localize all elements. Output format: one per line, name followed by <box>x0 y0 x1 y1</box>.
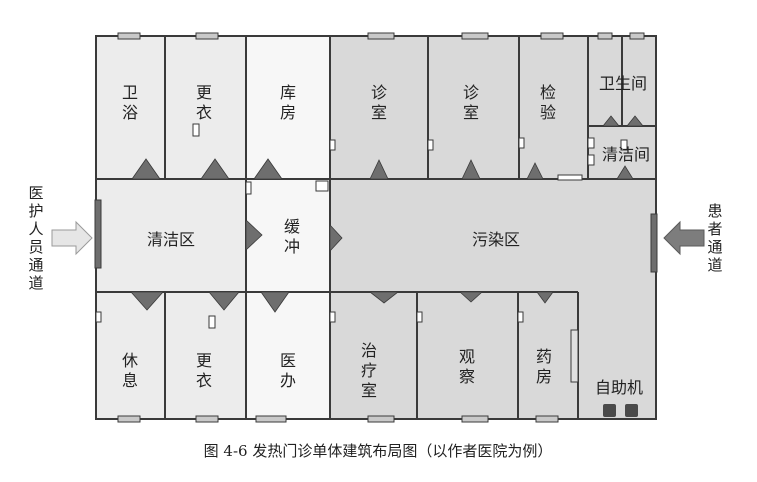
label-pharmacy-2: 房 <box>536 367 552 386</box>
label-rest-2: 息 <box>122 371 138 390</box>
label-clean-zone: 清洁区 <box>147 230 195 249</box>
side-doors <box>94 199 658 273</box>
door-markers <box>130 115 644 313</box>
fixtures <box>95 123 628 383</box>
doctor-office-fill <box>246 292 330 419</box>
change-top-fill <box>165 36 246 179</box>
bath-fill <box>96 36 165 179</box>
label-toilet: 卫生间 <box>599 74 647 93</box>
svg-text:道: 道 <box>28 274 43 292</box>
rest-fill <box>96 292 165 419</box>
label-exam-1-2: 室 <box>371 103 387 122</box>
svg-text:患: 患 <box>707 202 722 220</box>
svg-text:员: 员 <box>28 238 43 256</box>
label-storeroom-2: 房 <box>280 103 296 122</box>
label-exam-1-1: 诊 <box>371 83 387 102</box>
label-doctor-office-2: 办 <box>280 371 296 390</box>
label-storeroom-1: 库 <box>280 83 296 102</box>
self-service-machines <box>603 404 638 417</box>
label-change-top-1: 更 <box>196 83 212 102</box>
label-rest-1: 休 <box>122 351 138 370</box>
label-buffer-2: 冲 <box>284 237 300 256</box>
label-self-service: 自助机 <box>595 378 643 397</box>
label-treatment-1: 治 <box>361 341 377 360</box>
label-exam-2-2: 室 <box>463 103 479 122</box>
label-exam-2-1: 诊 <box>463 83 479 102</box>
svg-text:者: 者 <box>707 220 722 238</box>
observation-fill <box>417 292 518 419</box>
label-doctor-office-1: 医 <box>280 351 296 370</box>
label-lab-1: 检 <box>540 83 556 102</box>
label-polluted-zone: 污染区 <box>472 230 520 249</box>
svg-text:人: 人 <box>28 220 43 238</box>
pharmacy-fill <box>518 292 578 419</box>
patient-channel-label: 患 者 通 道 <box>707 202 722 274</box>
staff-channel-label: 医 护 人 员 通 道 <box>28 184 43 292</box>
label-cleaning-room: 清洁间 <box>602 145 650 164</box>
storeroom-fill <box>246 36 330 179</box>
label-observation-1: 观 <box>459 347 475 366</box>
label-pharmacy-1: 药 <box>536 347 552 366</box>
channel-arrows <box>51 220 705 256</box>
figure-caption: 图 4-6 发热门诊单体建筑布局图（以作者医院为例） <box>204 442 553 460</box>
room-labels: 卫 浴 更 衣 库 房 诊 室 诊 室 检 验 卫生间 清洁间 清洁区 缓 冲 … <box>122 74 650 400</box>
label-bath-1: 卫 <box>122 83 138 102</box>
label-bath-2: 浴 <box>122 103 138 122</box>
patient-entry-arrow <box>663 220 705 256</box>
self-service-fill <box>578 292 656 419</box>
polluted-zone-fill <box>330 179 656 292</box>
exam-room-1-fill <box>330 36 428 179</box>
label-change-bottom-1: 更 <box>196 351 212 370</box>
change-bottom-fill <box>165 292 246 419</box>
label-buffer-1: 缓 <box>284 217 300 236</box>
staff-entry-arrow <box>51 220 93 256</box>
windows <box>117 32 645 423</box>
label-treatment-2: 疗 <box>361 361 377 380</box>
svg-text:护: 护 <box>28 202 43 220</box>
label-observation-2: 察 <box>459 367 475 386</box>
svg-text:通: 通 <box>28 256 43 274</box>
svg-text:医: 医 <box>28 184 43 202</box>
lab-fill <box>519 36 588 179</box>
label-lab-2: 验 <box>540 103 556 122</box>
svg-text:通: 通 <box>707 238 722 256</box>
treatment-room-fill <box>330 292 417 419</box>
svg-text:道: 道 <box>707 256 722 274</box>
exam-room-2-fill <box>428 36 519 179</box>
label-change-top-2: 衣 <box>196 103 212 122</box>
clean-zone-fill <box>96 179 246 292</box>
label-change-bottom-2: 衣 <box>196 371 212 390</box>
label-treatment-3: 室 <box>361 381 377 400</box>
